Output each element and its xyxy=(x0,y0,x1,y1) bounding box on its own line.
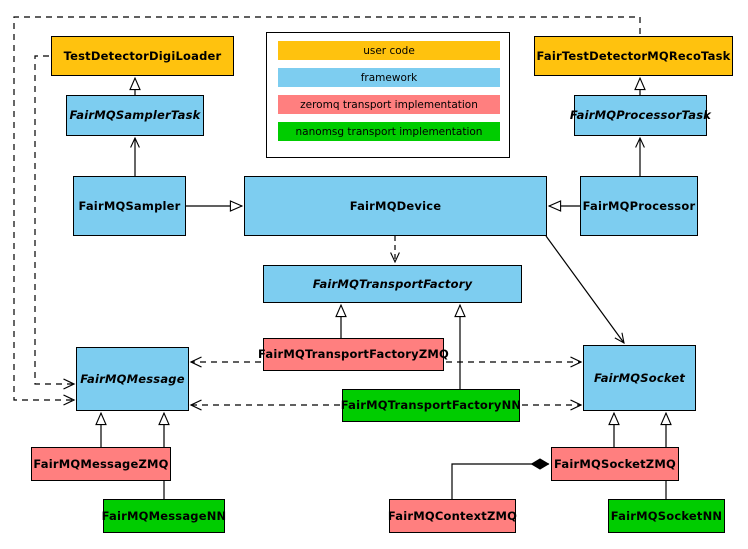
class-box-label: TestDetectorDigiLoader xyxy=(63,48,222,63)
class-box-fairmqprocessortask[interactable]: FairMQProcessorTask xyxy=(570,95,711,136)
class-box-fairmqsocket[interactable]: FairMQSocket xyxy=(583,345,696,411)
legend-item-label: nanomsg transport implementation xyxy=(295,125,483,138)
class-box-label: FairMQMessage xyxy=(80,371,185,386)
class-box-label: FairMQProcessorTask xyxy=(569,108,712,123)
class-box-fairmqdevice[interactable]: FairMQDevice xyxy=(244,176,547,236)
class-box-fairmqsocketzmq[interactable]: FairMQSocketZMQ xyxy=(551,447,679,481)
class-box-label: FairMQTransportFactoryNN xyxy=(340,398,522,413)
class-box-label: FairMQTransportFactory xyxy=(312,276,473,291)
legend-item-framework: framework xyxy=(278,68,500,87)
legend-item-zeromq: zeromq transport implementation xyxy=(278,95,500,114)
class-box-label: FairMQMessageNN xyxy=(101,508,227,523)
class-box-fairmqsocketnn[interactable]: FairMQSocketNN xyxy=(608,499,725,533)
class-box-fairmqtransportfactory[interactable]: FairMQTransportFactory xyxy=(263,265,522,303)
class-box-label: FairMQSocket xyxy=(593,370,686,385)
class-box-label: FairMQContextZMQ xyxy=(387,508,518,523)
class-box-testdetectordigiloader[interactable]: TestDetectorDigiLoader xyxy=(51,36,234,76)
class-box-label: FairMQSampler xyxy=(78,198,181,213)
legend-item-nanomsg: nanomsg transport implementation xyxy=(278,122,500,141)
edge-socketzmq-contextzmq xyxy=(451,458,550,499)
class-box-fairmqtransportfactoryzmq[interactable]: FairMQTransportFactoryZMQ xyxy=(258,338,449,371)
class-box-label: FairMQSocketNN xyxy=(610,508,723,523)
class-box-label: FairMQSamplerTask xyxy=(69,108,201,123)
class-box-fairtestdetectormqrecotask[interactable]: FairTestDetectorMQRecoTask xyxy=(534,36,733,76)
class-box-fairmqsamplertask[interactable]: FairMQSamplerTask xyxy=(66,95,204,136)
legend-panel: user code framework zeromq transport imp… xyxy=(266,32,510,158)
legend-item-user-code: user code xyxy=(278,41,500,60)
class-box-label: FairMQTransportFactoryZMQ xyxy=(258,347,450,362)
edge-device-socket xyxy=(545,235,625,345)
edge-digiloader-message xyxy=(34,55,74,384)
class-box-label: FairMQSocketZMQ xyxy=(554,456,676,471)
class-box-fairmqprocessor[interactable]: FairMQProcessor xyxy=(580,176,698,236)
legend-item-label: user code xyxy=(363,44,415,57)
class-box-fairmqmessage[interactable]: FairMQMessage xyxy=(76,347,189,411)
class-box-fairmqcontextzmq[interactable]: FairMQContextZMQ xyxy=(387,499,518,533)
legend-item-label: zeromq transport implementation xyxy=(300,98,478,111)
edge-recotask-message xyxy=(13,16,641,400)
class-box-label: FairMQDevice xyxy=(349,198,442,213)
class-box-fairmqsampler[interactable]: FairMQSampler xyxy=(73,176,186,236)
class-box-label: FairTestDetectorMQRecoTask xyxy=(536,48,731,63)
class-box-fairmqtransportfactorynn[interactable]: FairMQTransportFactoryNN xyxy=(340,389,522,422)
class-box-label: FairMQMessageZMQ xyxy=(33,456,169,471)
class-box-fairmqmessagezmq[interactable]: FairMQMessageZMQ xyxy=(31,447,171,481)
class-box-fairmqmessagenn[interactable]: FairMQMessageNN xyxy=(101,499,227,533)
class-box-label: FairMQProcessor xyxy=(582,198,696,213)
legend-item-label: framework xyxy=(360,71,418,84)
